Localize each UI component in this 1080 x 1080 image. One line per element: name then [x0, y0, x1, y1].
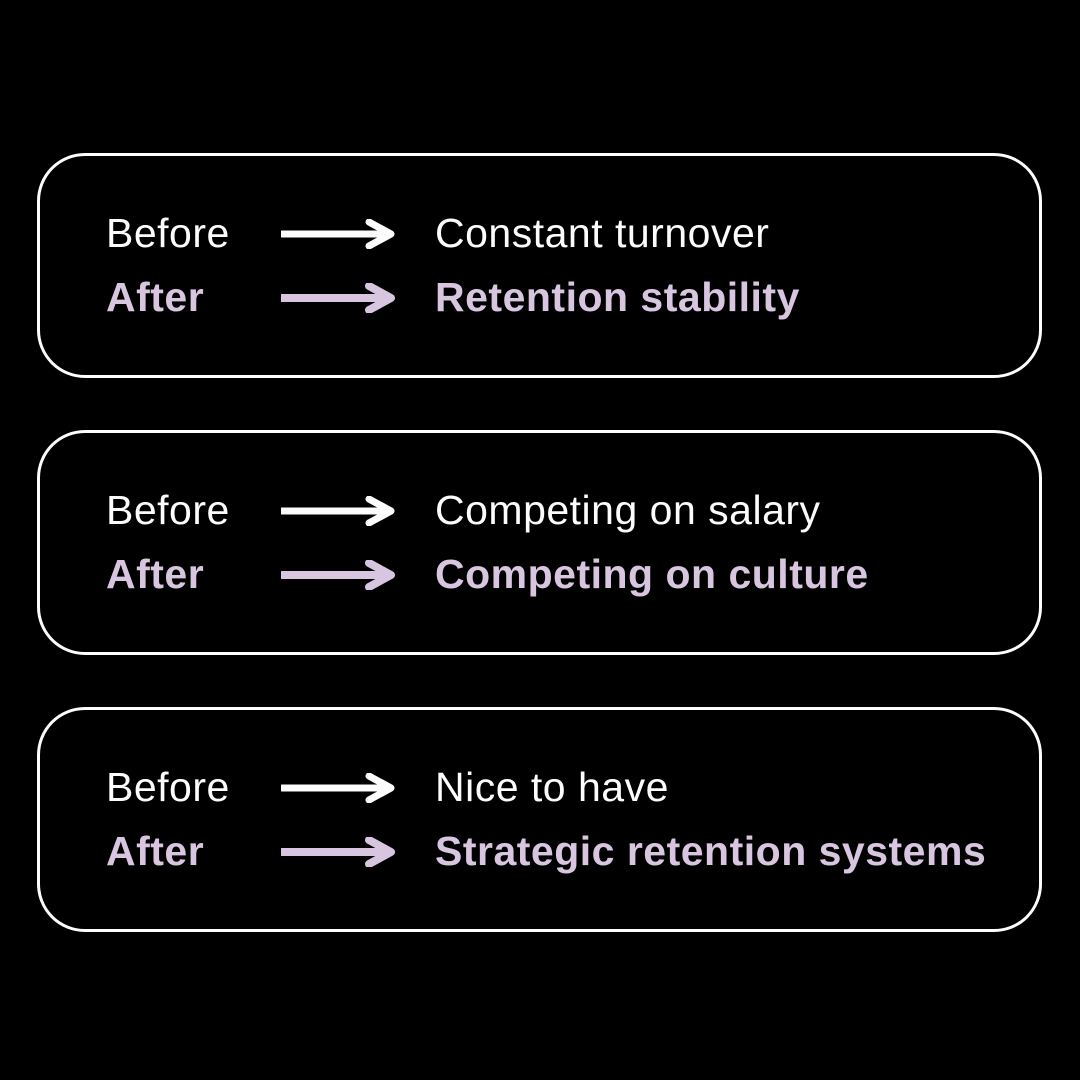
after-value: Retention stability [435, 274, 800, 320]
before-label: Before [106, 764, 230, 810]
before-after-card-3: Before Nice to have After Strategic rete… [37, 707, 1042, 932]
before-label: Before [106, 210, 230, 256]
before-row: Before Competing on salary [106, 479, 1039, 543]
before-row: Before Constant turnover [106, 202, 1039, 266]
before-value: Constant turnover [435, 210, 770, 256]
before-value: Nice to have [435, 764, 669, 810]
right-arrow-icon [281, 559, 435, 590]
after-row: After Retention stability [106, 266, 1039, 330]
before-after-card-1: Before Constant turnover After Retention… [37, 153, 1042, 378]
after-value: Competing on culture [435, 551, 869, 597]
before-label: Before [106, 487, 230, 533]
after-label: After [106, 551, 205, 597]
right-arrow-icon [281, 218, 435, 249]
right-arrow-icon [281, 495, 435, 526]
after-label: After [106, 274, 205, 320]
after-label: After [106, 828, 205, 874]
before-after-card-2: Before Competing on salary After Competi… [37, 430, 1042, 655]
before-row: Before Nice to have [106, 756, 1039, 820]
after-row: After Strategic retention systems [106, 820, 1039, 884]
right-arrow-icon [281, 772, 435, 803]
before-value: Competing on salary [435, 487, 821, 533]
right-arrow-icon [281, 282, 435, 313]
right-arrow-icon [281, 836, 435, 867]
after-value: Strategic retention systems [435, 828, 987, 874]
after-row: After Competing on culture [106, 543, 1039, 607]
